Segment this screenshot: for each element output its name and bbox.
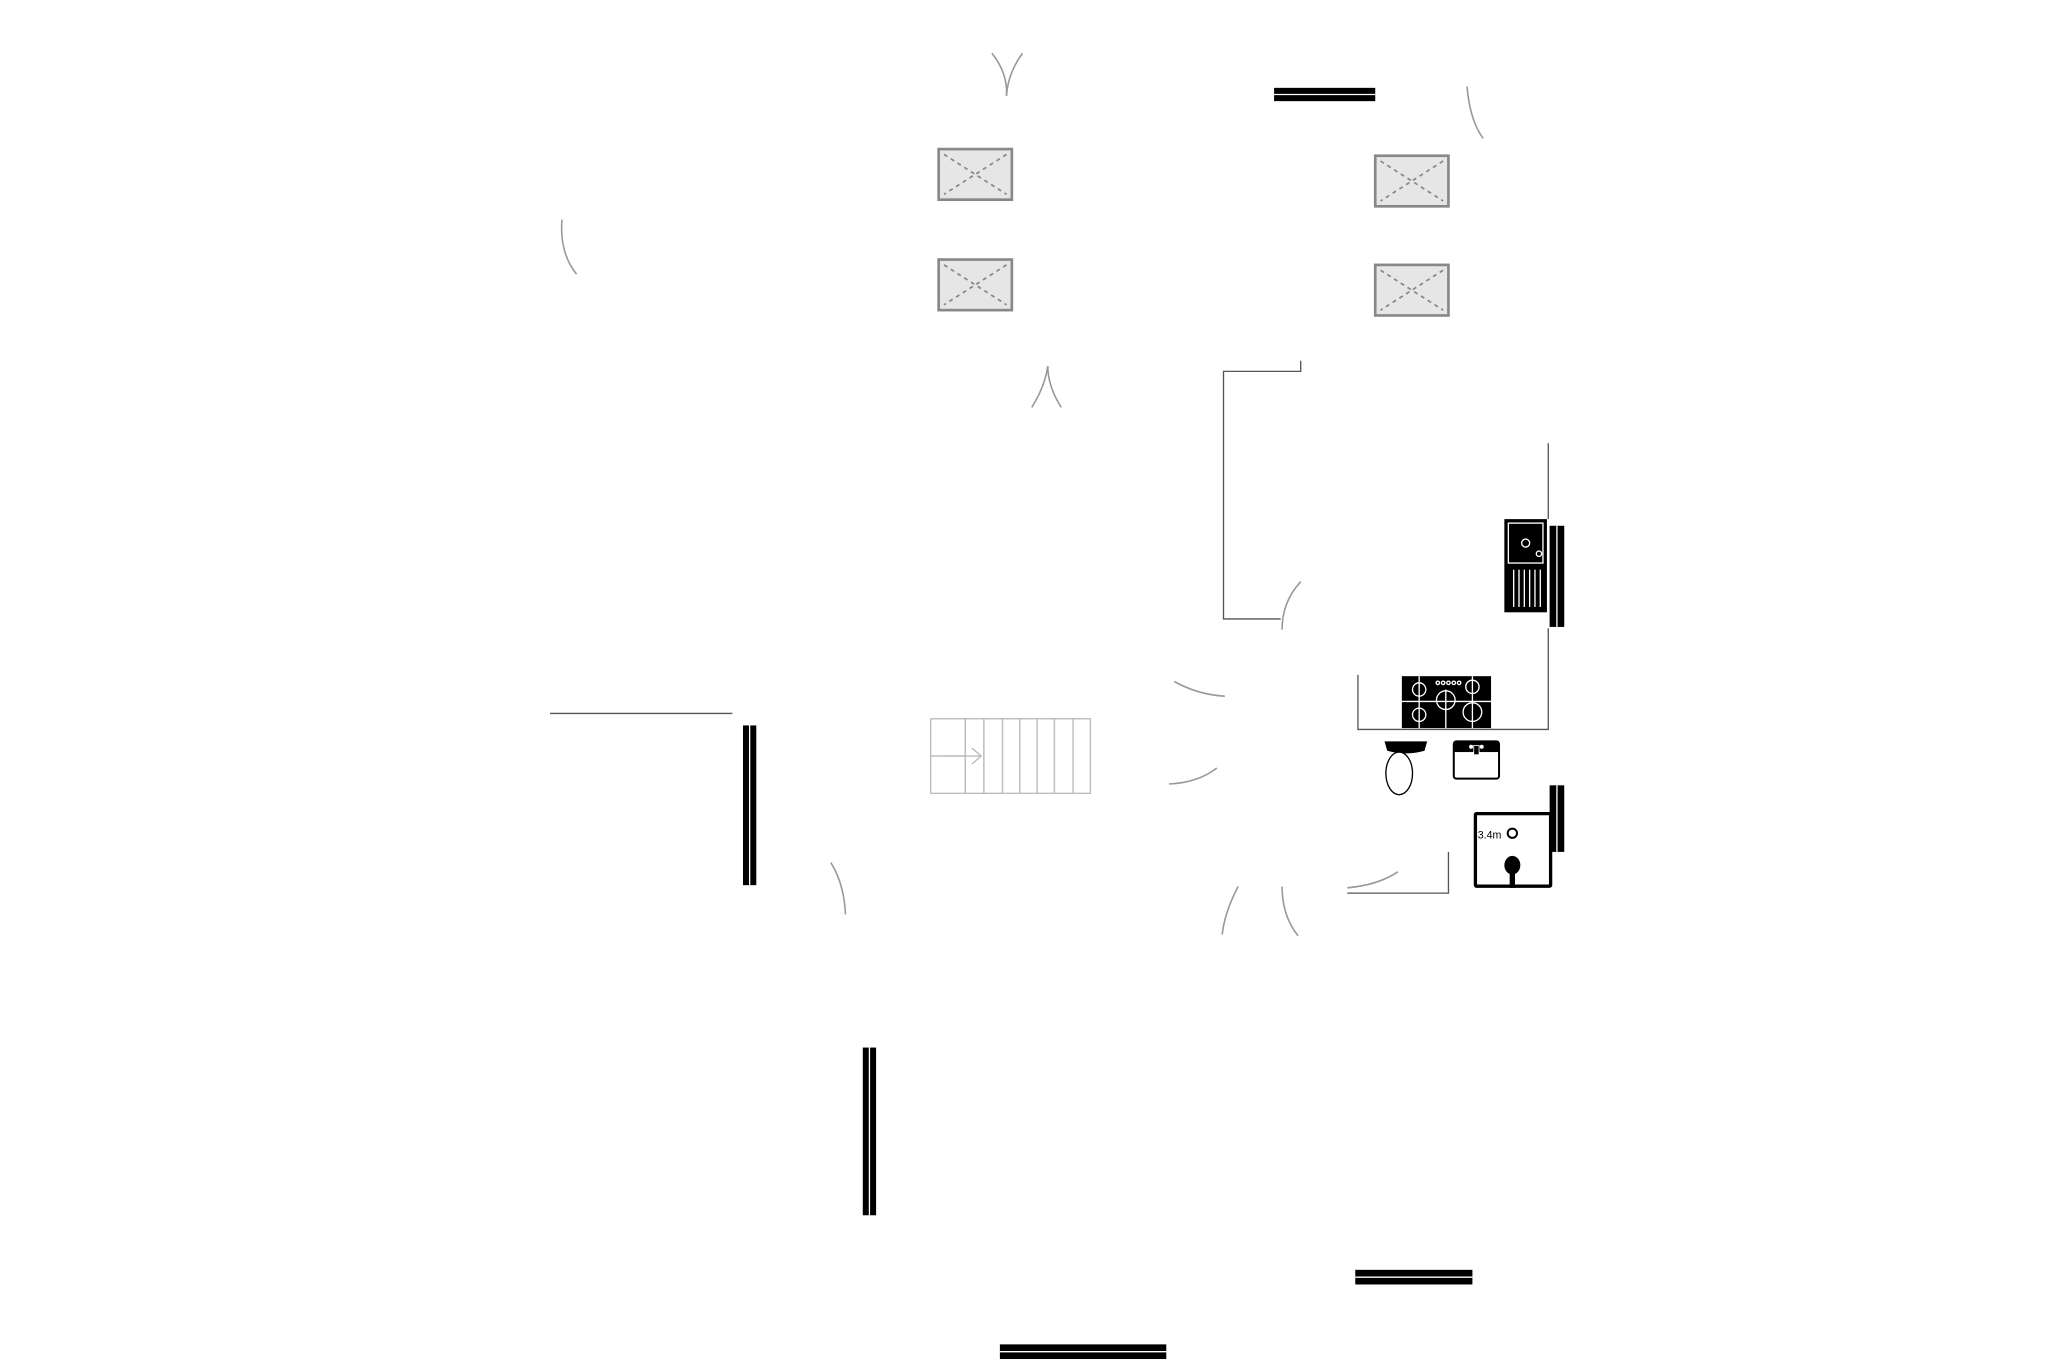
wall-lower-left <box>862 1047 877 1216</box>
staircase <box>930 718 1092 794</box>
window-walls <box>742 87 1565 1360</box>
skylight <box>937 258 1014 312</box>
toilet-icon <box>1384 741 1428 796</box>
wall-top <box>1274 87 1376 102</box>
skylight <box>1373 263 1450 317</box>
door-arcs <box>560 52 1484 937</box>
wall-left <box>742 725 757 886</box>
kitchen-sink-icon <box>1504 519 1547 613</box>
wall-bottom-right <box>1355 1269 1473 1285</box>
stove-icon <box>1401 676 1492 729</box>
skylight <box>1373 154 1450 208</box>
partition-lines <box>549 360 1549 894</box>
wall-bottom <box>999 1344 1167 1360</box>
wall-bath-right <box>1549 785 1565 852</box>
basin-icon <box>1452 740 1501 780</box>
wall-kitchen-right <box>1549 525 1565 627</box>
shower-dimension-label: 3.4m <box>1478 830 1502 842</box>
shower-tray-icon: 3.4m <box>1473 811 1553 888</box>
skylight <box>937 147 1014 201</box>
stair-arrow-icon <box>945 747 983 765</box>
